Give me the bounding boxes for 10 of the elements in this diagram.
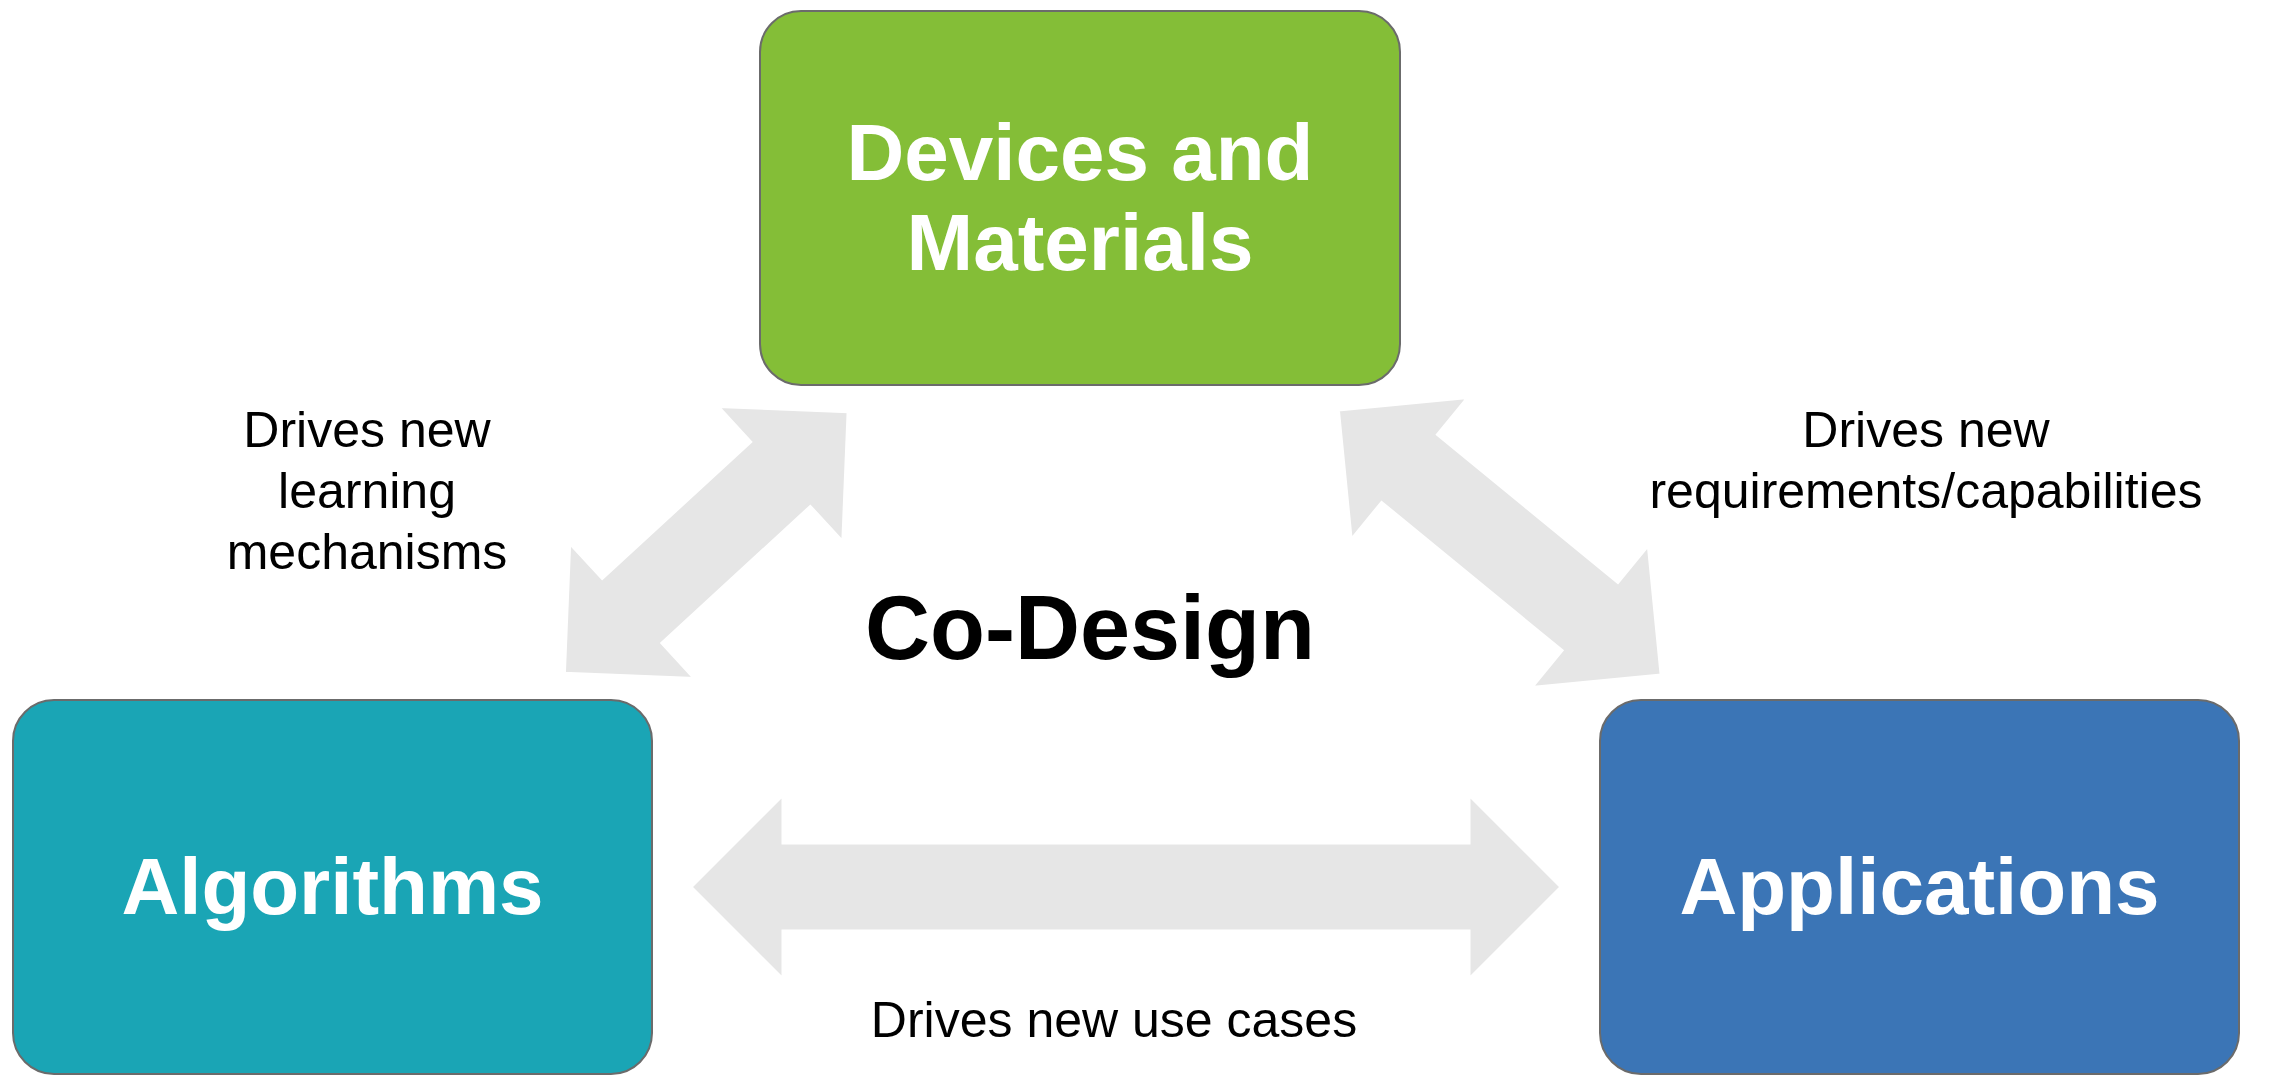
rounded-box [759,10,1401,386]
box-title: Applications [1679,842,2160,932]
center-heading: Co-Design [865,576,1315,680]
box-title: Devices and Materials [845,108,1315,288]
rounded-box [12,699,653,1075]
edge-label: Drives new use cases [870,991,1358,1050]
edge-label: Drives new learning mechanisms [225,401,509,582]
box-title: Algorithms [121,842,544,932]
edge-label: Drives new requirements/capabilities [1648,401,2204,521]
rounded-box [1599,699,2240,1075]
